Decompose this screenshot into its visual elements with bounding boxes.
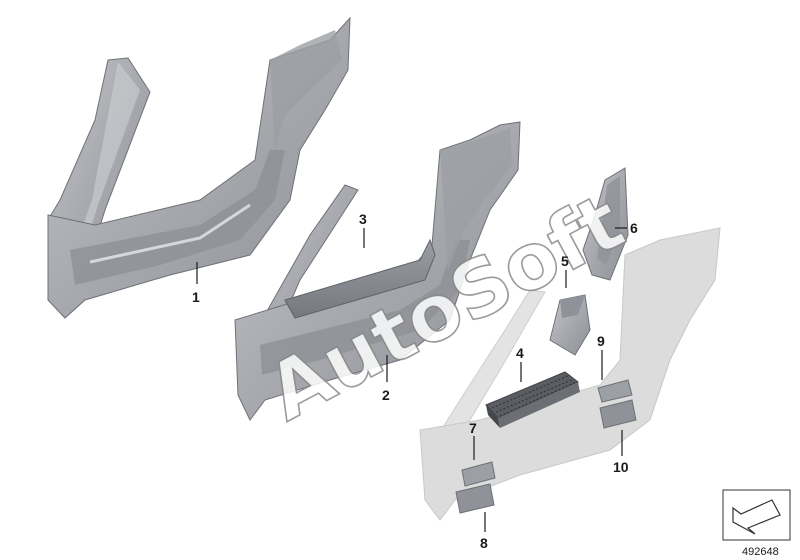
- reinforcement-7-part: [461, 461, 496, 487]
- callout-1: 1: [192, 289, 200, 305]
- callout-4: 4: [516, 345, 524, 361]
- navigation-arrow-icon[interactable]: [722, 489, 791, 541]
- side-frame-inner-part: [234, 121, 521, 421]
- reinforcement-10-part: [599, 399, 637, 429]
- callout-10: 10: [613, 459, 629, 475]
- leader-lines: [196, 227, 627, 532]
- callout-9: 9: [597, 333, 605, 349]
- pillar-reinforcement-part: [582, 167, 629, 281]
- bracket-part: [549, 294, 591, 356]
- diagram-id: 492648: [742, 546, 779, 558]
- callout-2: 2: [382, 387, 390, 403]
- callout-8: 8: [480, 535, 488, 551]
- callout-5: 5: [561, 253, 569, 269]
- reinforcement-channel-part: [284, 238, 436, 319]
- reinforcement-9-part: [597, 379, 633, 403]
- insulation-block-part: [485, 371, 580, 428]
- ghost-side-frame: [419, 227, 721, 521]
- callout-labels: 1 2 3 4 5 6 7 8 9 10: [192, 211, 638, 551]
- side-frame-outer-part: [47, 16, 351, 319]
- callout-6: 6: [630, 220, 638, 236]
- reinforcement-8-part: [455, 483, 495, 514]
- callout-3: 3: [359, 211, 367, 227]
- callout-7: 7: [469, 420, 477, 436]
